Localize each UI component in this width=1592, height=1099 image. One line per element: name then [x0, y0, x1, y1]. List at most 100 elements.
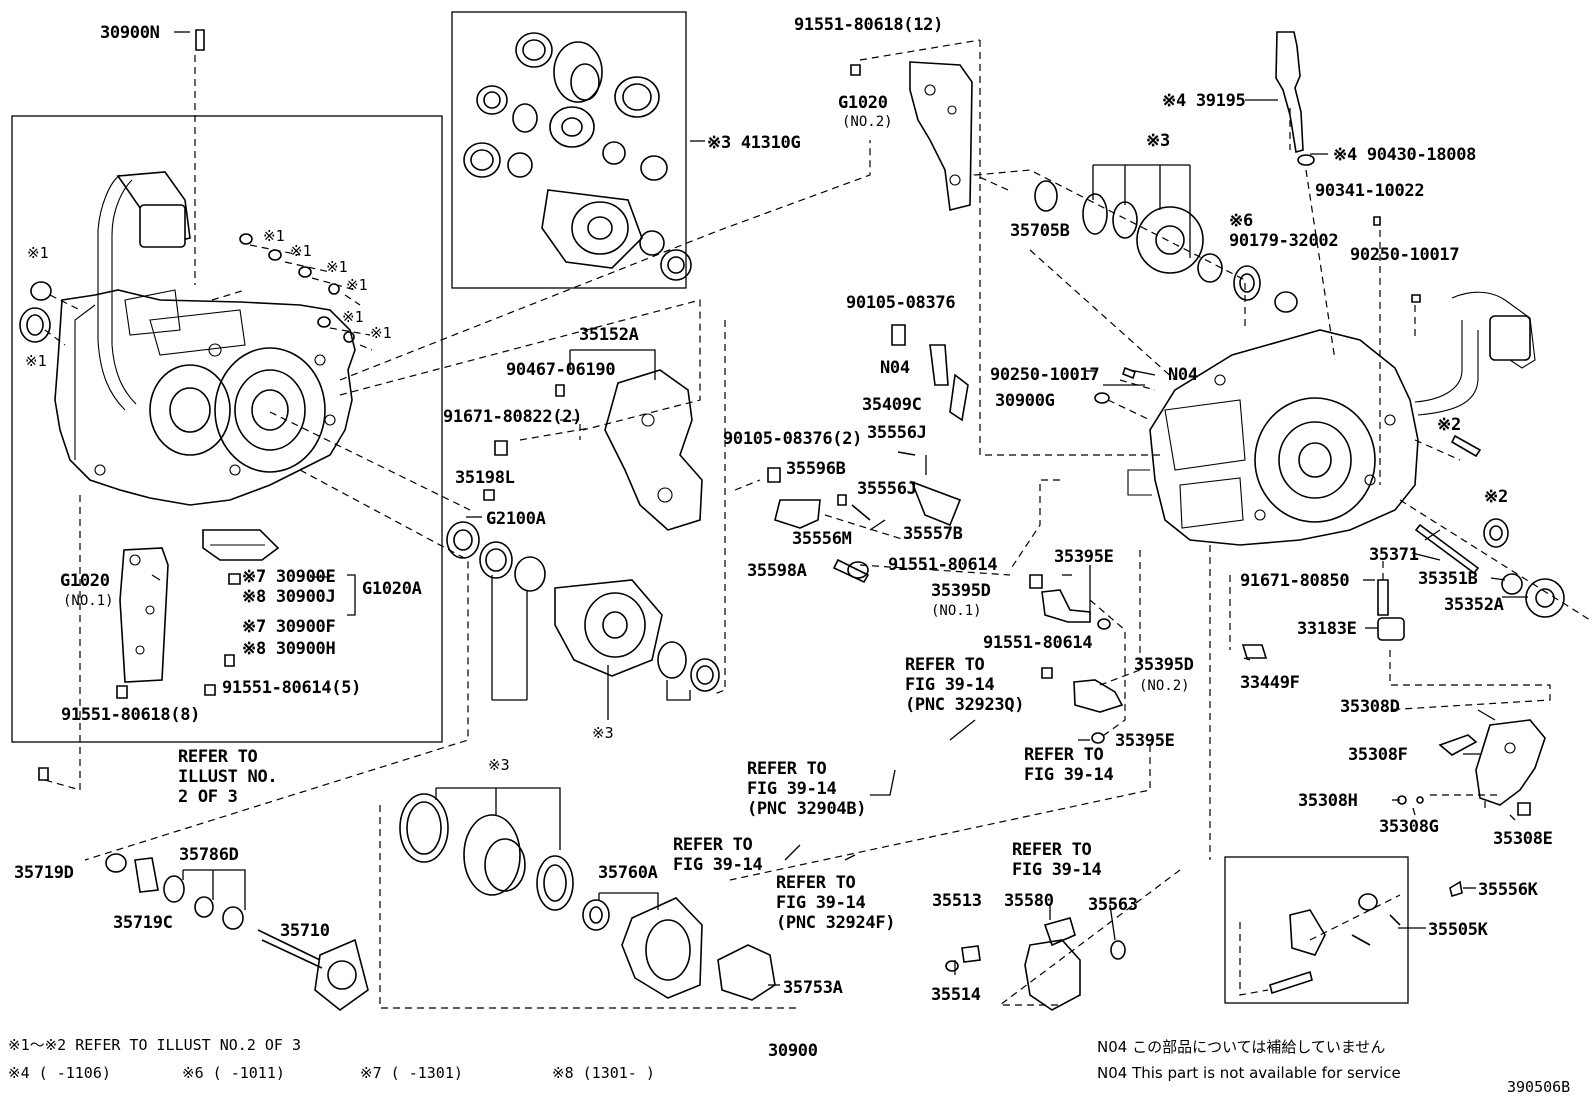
label-35596B: 35596B: [786, 459, 846, 479]
ref-fig-32904B-line1: REFER TO: [747, 759, 827, 779]
label-35351B: 35351B: [1418, 569, 1478, 589]
label-33449F: 33449F: [1240, 673, 1300, 693]
ref-fig-32924F-line1: REFER TO: [776, 873, 856, 893]
label-no2-b: (NO.2): [1139, 678, 1190, 694]
label-G1020A: G1020A: [362, 579, 422, 599]
label-star1-d: ※1: [290, 242, 312, 260]
label-33183E: 33183E: [1297, 619, 1357, 639]
label-35580: 35580: [1004, 891, 1054, 911]
leader-lines: [151, 31, 1528, 986]
label-35556K: 35556K: [1478, 880, 1539, 900]
ref-fig-32923Q-line1: REFER TO: [905, 655, 985, 675]
label-35513: 35513: [932, 891, 982, 911]
label-30900N: 30900N: [100, 23, 160, 43]
label-91671-80822-2: 91671-80822(2): [443, 407, 582, 427]
label-90179-32002: 90179-32002: [1229, 231, 1338, 251]
diagram-code: 390506B: [1507, 1078, 1570, 1096]
label-35598A: 35598A: [747, 561, 807, 581]
label-91551-80614-a: 91551-80614: [888, 555, 997, 575]
ref-fig-c-line1: REFER TO: [1012, 840, 1092, 860]
label-35395E-b: 35395E: [1115, 731, 1175, 751]
label-G1020-no1: G1020: [60, 571, 110, 591]
output-gear-group: [1034, 180, 1298, 313]
footnotes: ※1～※2 REFER TO ILLUST NO.2 OF 3 ※4 ( -11…: [8, 1036, 1570, 1096]
bearing-kit-frame: [451, 11, 687, 289]
label-35556M: 35556M: [792, 529, 852, 549]
label-star3-top: ※3: [1146, 131, 1170, 151]
label-G2100A: G2100A: [486, 509, 546, 529]
ref-illust-line1: REFER TO: [178, 747, 258, 767]
label-35308D: 35308D: [1340, 697, 1400, 717]
label-35505K: 35505K: [1428, 920, 1489, 940]
label-35308G: 35308G: [1379, 817, 1439, 837]
label-35395D-2: 35395D: [1134, 655, 1194, 675]
ref-fig-32924F-line2: FIG 39-14: [776, 893, 865, 913]
dashed-guide-lines: [44, 39, 1591, 1009]
valve-body-sensor-group: [1029, 574, 1124, 744]
speed-sensor: [1275, 31, 1315, 166]
right-side-small-parts: [1094, 216, 1565, 659]
differential-bearing-kit: [463, 32, 692, 281]
label-91551-80618-8: 91551-80618(8): [61, 705, 200, 725]
label-35514: 35514: [931, 985, 981, 1005]
label-30900J: ※8 30900J: [242, 587, 335, 607]
parking-lock-bracket: [483, 369, 703, 531]
label-star1-f: ※1: [346, 276, 368, 294]
ref-illust-line3: 2 OF 3: [178, 787, 238, 807]
label-35556J-b: 35556J: [857, 479, 917, 499]
label-star1-h: ※1: [370, 324, 392, 342]
transaxle-housing-left: [54, 171, 356, 506]
solenoid-assembly: [1269, 880, 1463, 995]
part-number-labels: 30900N ※3 41310G 91551-80618(12) G1020 (…: [14, 15, 1553, 1061]
ref-fig-32923Q-line3: (PNC 32923Q): [905, 695, 1024, 715]
label-35308H: 35308H: [1298, 791, 1358, 811]
ref-fig-32924F-line3: (PNC 32924F): [776, 913, 895, 933]
label-30900F: ※7 30900F: [242, 617, 335, 637]
label-35198L: 35198L: [455, 468, 515, 488]
label-91671-80850: 91671-80850: [1240, 571, 1349, 591]
label-35719D: 35719D: [14, 863, 74, 883]
input-shaft-group: [105, 853, 369, 1012]
label-no2-a: (NO.2): [842, 114, 893, 130]
label-35786D: 35786D: [179, 845, 239, 865]
label-41310G: ※3 41310G: [707, 133, 800, 153]
solenoid-kit-frame: [1224, 856, 1409, 1004]
shift-lever-parts: [767, 324, 969, 584]
label-35308E: 35308E: [1493, 829, 1553, 849]
label-star1-c: ※1: [263, 227, 285, 245]
label-35753A: 35753A: [783, 978, 843, 998]
ref-fig-32904B-line2: FIG 39-14: [747, 779, 836, 799]
label-91551-80614-5: 91551-80614(5): [222, 678, 361, 698]
lower-gear-group: [399, 793, 776, 1001]
label-35710: 35710: [280, 921, 330, 941]
label-35409C: 35409C: [862, 395, 922, 415]
label-35308F: 35308F: [1348, 745, 1408, 765]
label-90430-18008: ※4 90430-18008: [1333, 145, 1476, 165]
label-90250-10017-b: 90250-10017: [990, 365, 1099, 385]
footnote-star1-2: ※1～※2 REFER TO ILLUST NO.2 OF 3: [8, 1036, 301, 1054]
footnote-star7: ※7 ( -1301): [360, 1064, 463, 1082]
label-N04-b: N04: [1168, 365, 1198, 385]
label-35395D-1: 35395D: [931, 581, 991, 601]
footnote-n04-english: N04 This part is not available for servi…: [1097, 1064, 1401, 1082]
ref-fig-a-line2: FIG 39-14: [1024, 765, 1113, 785]
label-35152A: 35152A: [579, 325, 639, 345]
label-star1-g: ※1: [342, 308, 364, 326]
label-N04-a: N04: [880, 358, 910, 378]
label-35557B: 35557B: [903, 524, 963, 544]
label-91551-80618-12: 91551-80618(12): [794, 15, 943, 35]
label-star1-a: ※1: [27, 244, 49, 262]
transaxle-housing-right: [1127, 291, 1536, 546]
footnote-star4: ※4 ( -1106): [8, 1064, 111, 1082]
label-star6: ※6: [1229, 211, 1253, 231]
label-G1020-no2: G1020: [838, 93, 888, 113]
label-90105-08376-a: 90105-08376: [846, 293, 955, 313]
label-star2-a: ※2: [1437, 415, 1461, 435]
label-35719C: 35719C: [113, 913, 173, 933]
ref-fig-b-line1: REFER TO: [673, 835, 753, 855]
label-star3-bot: ※3: [488, 756, 510, 774]
label-no1-b: (NO.1): [931, 603, 982, 619]
ref-fig-b-line2: FIG 39-14: [673, 855, 762, 875]
ref-fig-a-line1: REFER TO: [1024, 745, 1104, 765]
